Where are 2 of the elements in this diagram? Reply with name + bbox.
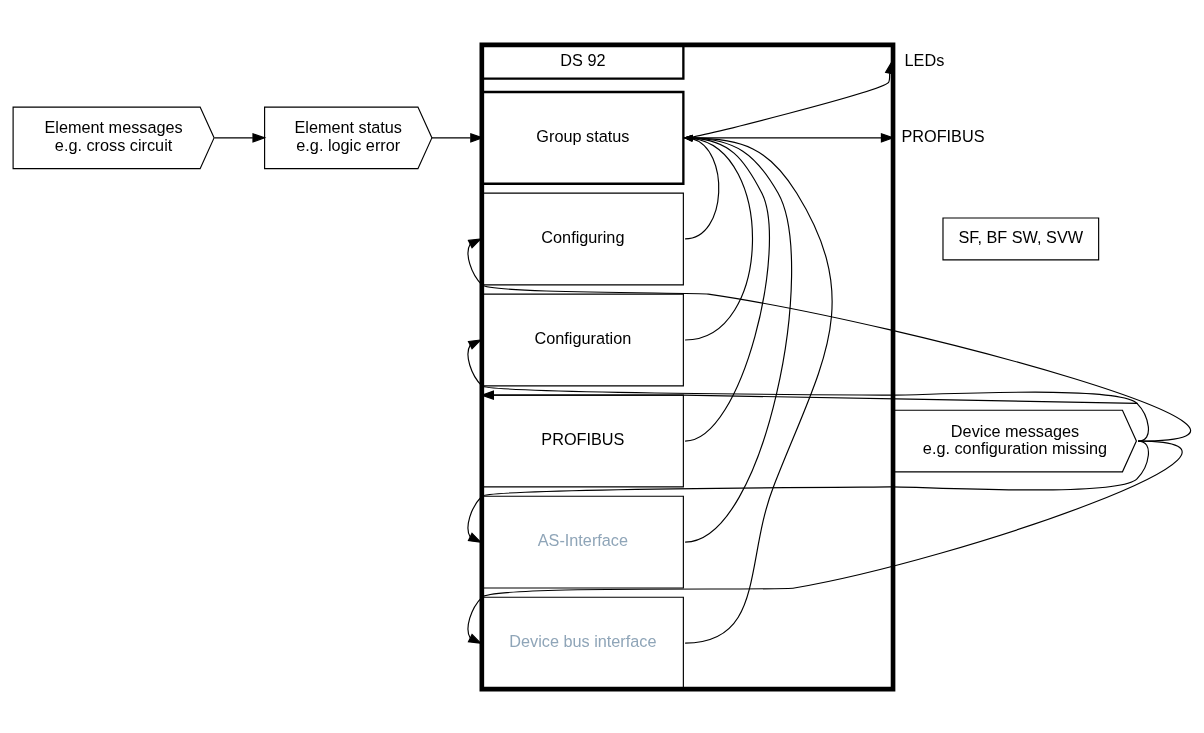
node-text: LEDs bbox=[904, 50, 945, 69]
node-text: PROFIBUS bbox=[901, 126, 985, 145]
